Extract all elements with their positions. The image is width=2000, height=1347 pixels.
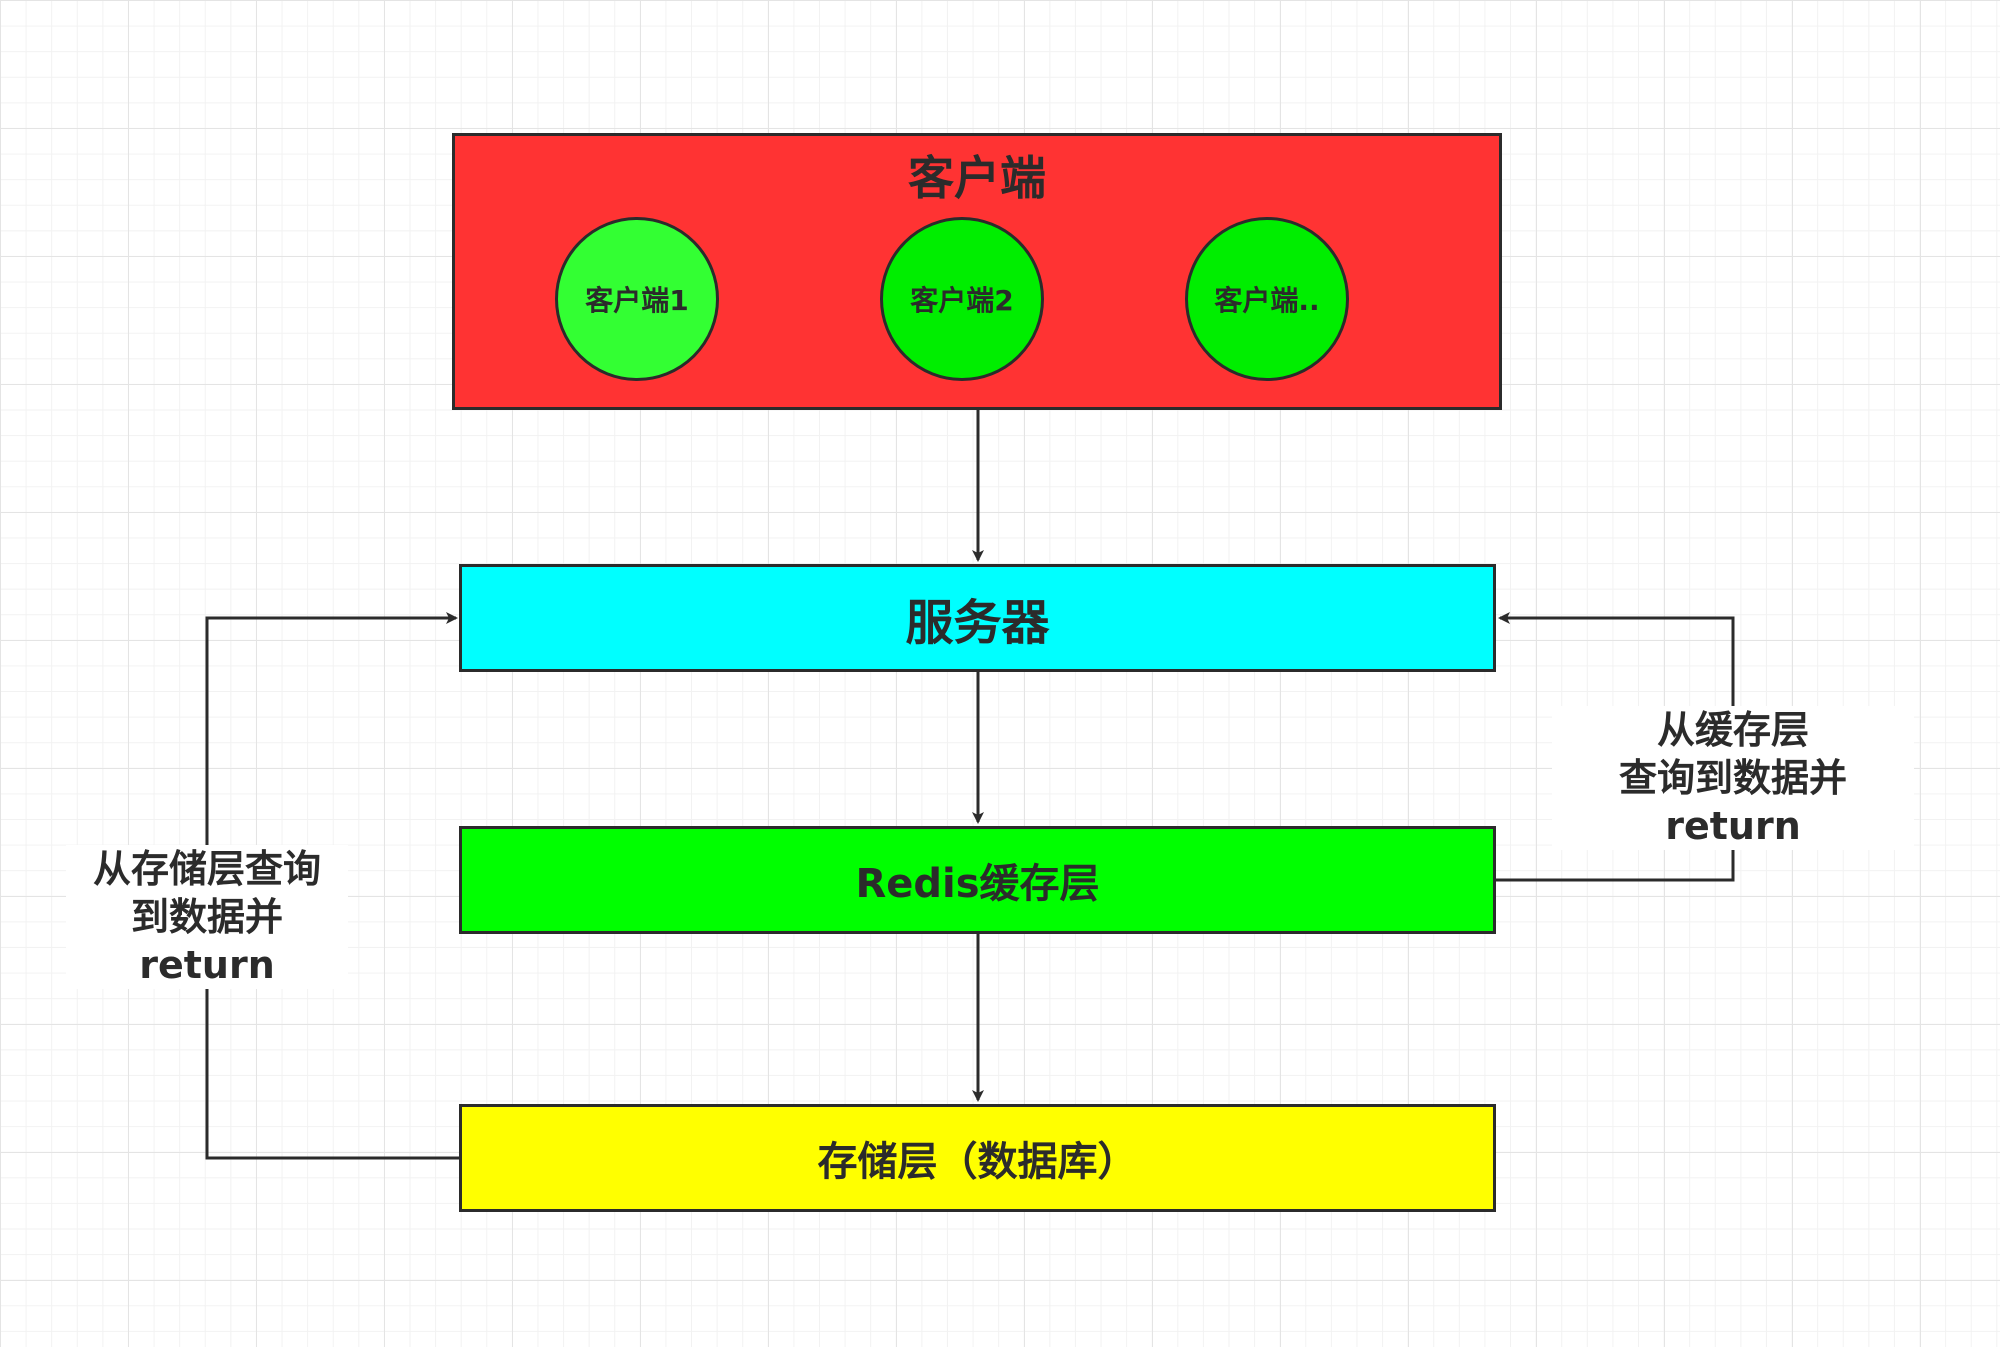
cache-return-label-line2: 查询到数据并return <box>1618 756 1847 848</box>
client-node-2: 客户端2 <box>880 217 1044 381</box>
storage-return-label: 从存储层查询 到数据并return <box>66 845 348 989</box>
storage-label: 存储层（数据库） <box>817 1139 1138 1185</box>
client-node-1-label: 客户端1 <box>585 284 689 317</box>
cache-return-label: 从缓存层 查询到数据并return <box>1552 706 1914 850</box>
client-group-title: 客户端 <box>908 151 1046 205</box>
client-node-3: 客户端.. <box>1185 217 1349 381</box>
server-label: 服务器 <box>905 595 1050 651</box>
cache-return-label-line1: 从缓存层 <box>1656 708 1809 752</box>
client-node-1: 客户端1 <box>555 217 719 381</box>
storage-return-label-line1: 从存储层查询 <box>92 847 321 891</box>
redis-cache-label: Redis缓存层 <box>855 861 1100 907</box>
client-node-2-label: 客户端2 <box>910 284 1014 317</box>
client-node-3-label: 客户端.. <box>1214 284 1320 317</box>
server-box: 服务器 <box>459 564 1496 672</box>
storage-box: 存储层（数据库） <box>459 1104 1496 1212</box>
redis-cache-box: Redis缓存层 <box>459 826 1496 934</box>
storage-return-label-line2: 到数据并return <box>130 895 283 987</box>
